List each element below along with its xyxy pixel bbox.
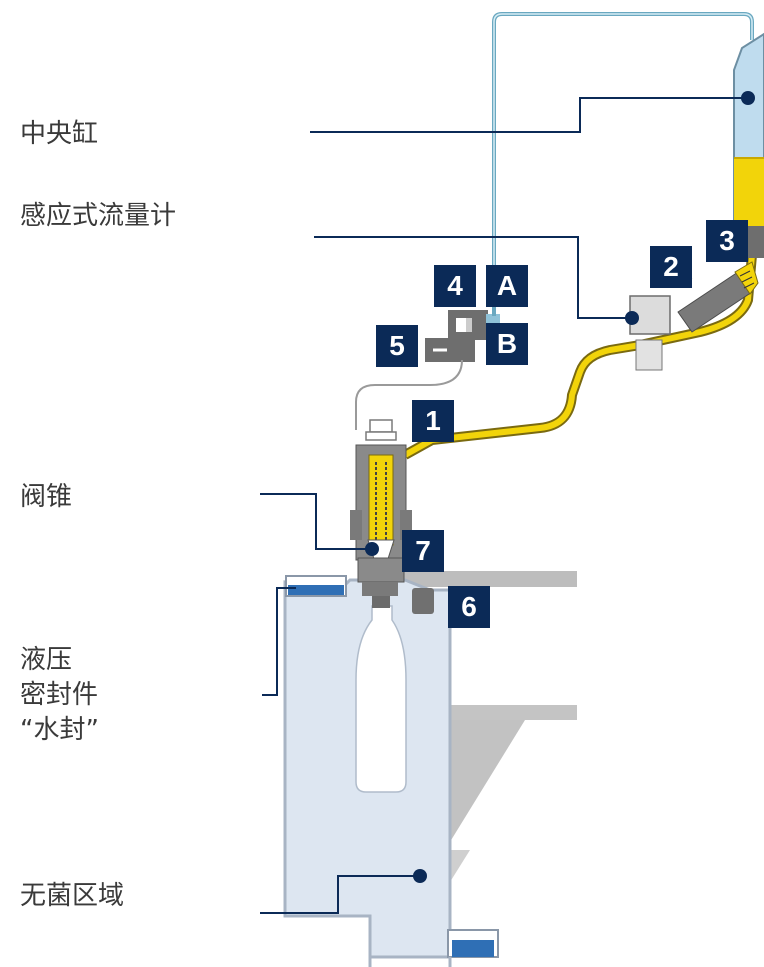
badge-A: A	[486, 265, 528, 307]
dot-valve-cone	[365, 542, 379, 556]
flowmeter-device	[629, 295, 671, 371]
badge-6: 6	[448, 586, 490, 628]
leader-valve-cone	[260, 493, 372, 550]
badge-7: 7	[402, 530, 444, 572]
leader-flowmeter	[314, 236, 632, 319]
control-valve-block	[425, 300, 500, 362]
label-sterile-zone: 无菌区域	[20, 881, 125, 911]
badge-4: 4	[434, 265, 476, 307]
label-hydraulic-seal-1: 液压	[20, 645, 73, 675]
central-tank	[733, 32, 764, 246]
badge-3: 3	[706, 220, 748, 262]
product-line	[402, 254, 757, 460]
label-central-tank: 中央缸	[20, 119, 99, 149]
leader-sterile-zone	[260, 875, 420, 914]
label-hydraulic-seal-3: “水封”	[20, 715, 99, 745]
badge-5: 5	[376, 325, 418, 367]
leader-hydraulic-seal	[262, 587, 296, 696]
badge-1: 1	[412, 400, 454, 442]
control-line	[355, 359, 463, 430]
dot-sterile-zone	[413, 869, 427, 883]
bottle	[355, 605, 407, 793]
dot-central-tank	[741, 91, 755, 105]
leader-central-tank	[310, 97, 748, 133]
dot-flowmeter	[625, 311, 639, 325]
label-hydraulic-seal-2: 密封件	[20, 680, 99, 710]
badge-B: B	[486, 323, 528, 365]
callout-dots	[365, 91, 755, 883]
label-flowmeter: 感应式流量计	[20, 201, 177, 231]
badge-2: 2	[650, 246, 692, 288]
callout-lines	[260, 97, 748, 914]
label-valve-cone: 阀锥	[20, 482, 73, 512]
